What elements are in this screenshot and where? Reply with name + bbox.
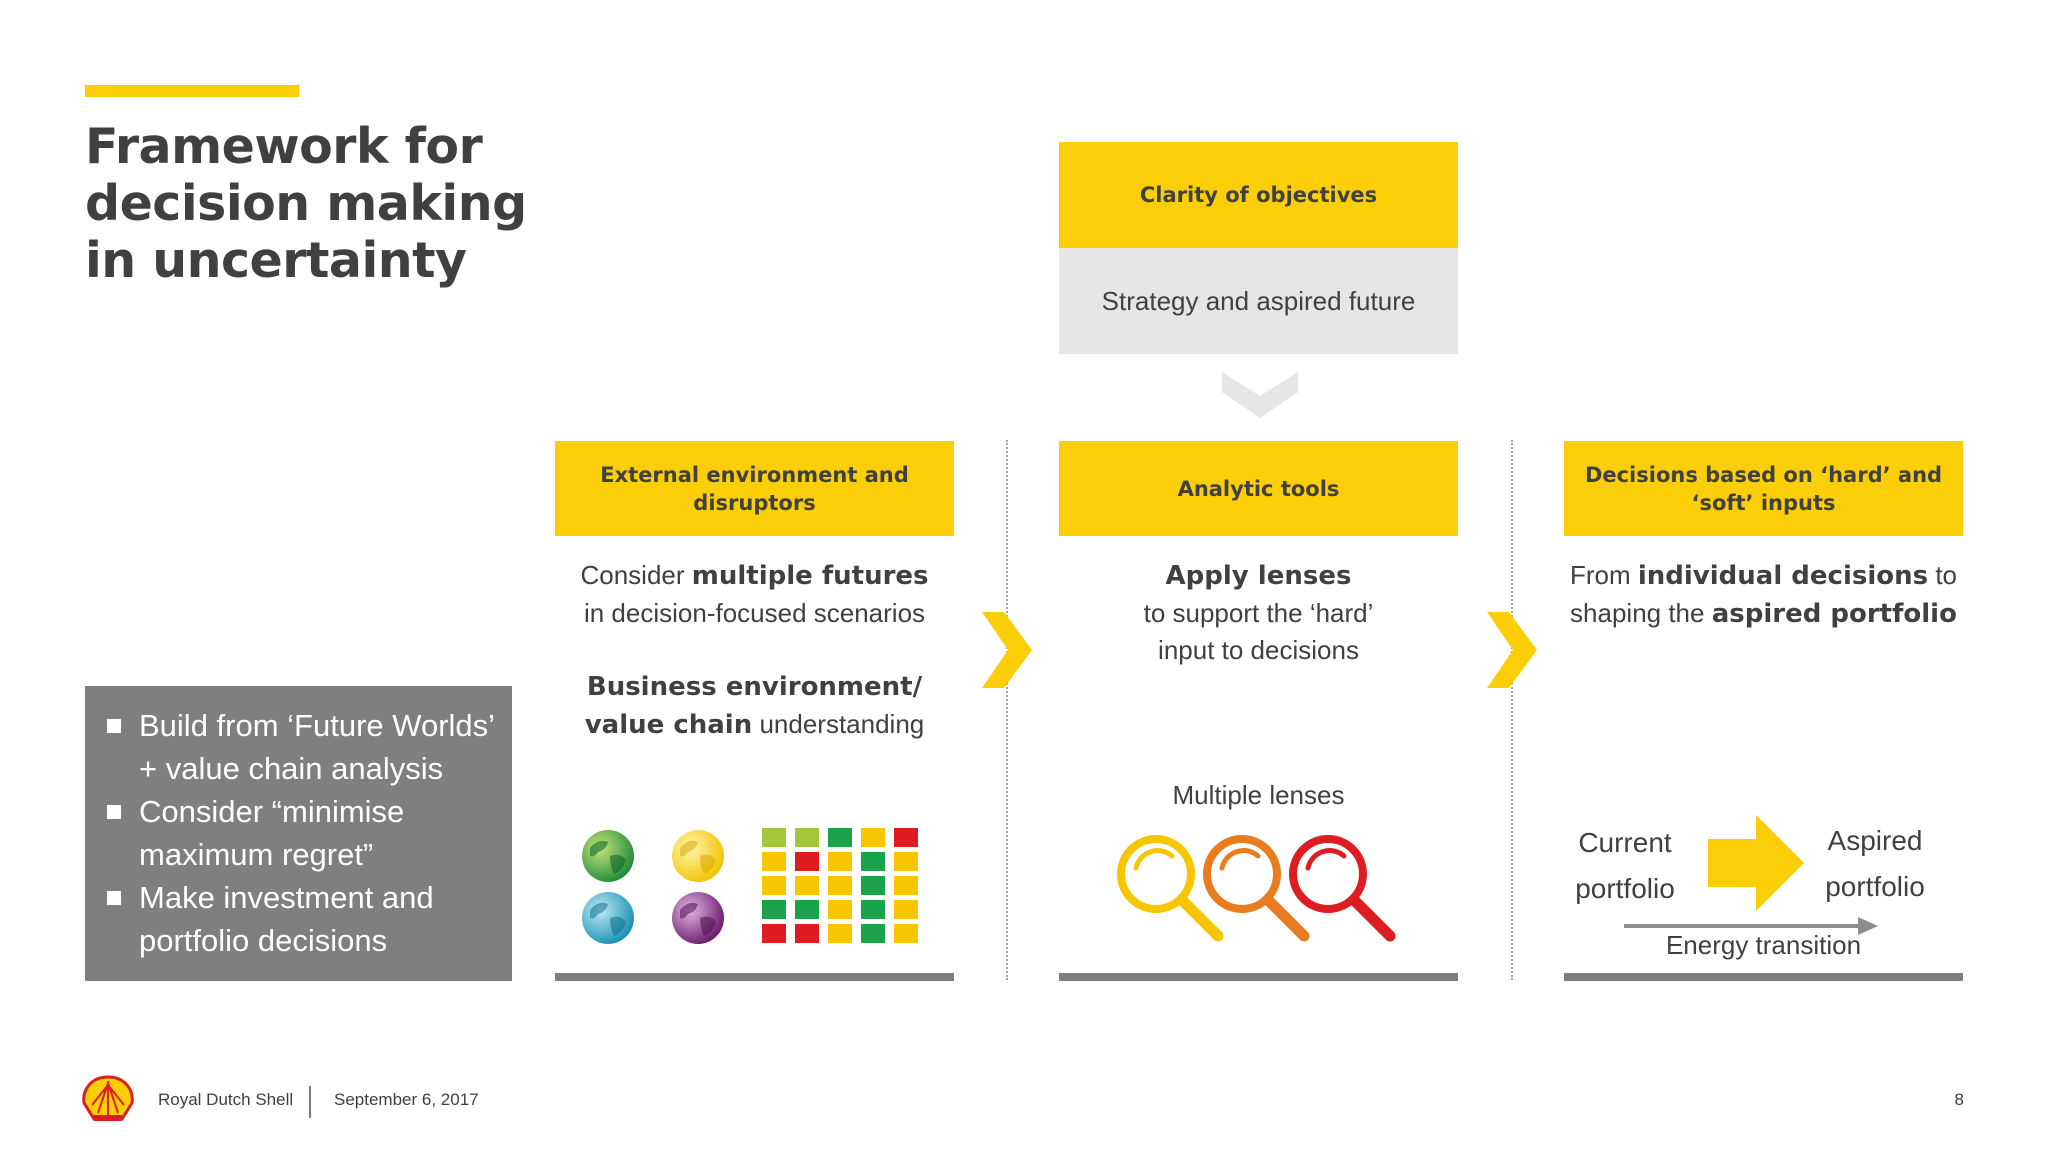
heatmap-cell xyxy=(894,852,918,871)
bullet-square-icon xyxy=(107,805,121,819)
title-accent-bar xyxy=(85,85,299,97)
shell-logo xyxy=(82,1075,134,1121)
heatmap-cell xyxy=(894,900,918,919)
arrow-right-icon xyxy=(1708,815,1804,911)
analytic-tools-header: Analytic tools xyxy=(1059,441,1458,536)
external-environment-header: External environment and disruptors xyxy=(555,441,954,536)
heatmap-cell xyxy=(762,852,786,871)
aspired-portfolio-label: Aspired portfolio xyxy=(1825,825,1925,902)
magnifier-icon xyxy=(1203,835,1310,942)
heatmap-cell xyxy=(861,852,885,871)
chevron-down-icon xyxy=(1222,372,1298,418)
heatmap-cell xyxy=(795,876,819,895)
column-divider xyxy=(1006,440,1008,980)
globe-icon xyxy=(582,892,634,944)
heatmap-cell xyxy=(828,828,852,847)
globe-icon xyxy=(672,830,724,882)
bullet-item: Make investment and portfolio decisions xyxy=(107,876,498,962)
heatmap-cell xyxy=(828,924,852,943)
objectives-header: Clarity of objectives xyxy=(1059,142,1458,248)
chevron-right-icon xyxy=(982,612,1032,688)
heatmap-cell xyxy=(795,828,819,847)
energy-transition-arrow-icon xyxy=(1624,917,1878,935)
globe-icon xyxy=(672,892,724,944)
summary-bullets-box: Build from ‘Future Worlds’ + value chain… xyxy=(85,686,512,981)
heatmap-cell xyxy=(828,900,852,919)
heatmap-cell xyxy=(828,852,852,871)
heatmap-cell xyxy=(762,828,786,847)
globe-icon xyxy=(582,830,634,882)
footer-separator xyxy=(309,1086,311,1118)
column-divider xyxy=(1511,440,1513,980)
heatmap-grid-icon xyxy=(762,828,918,943)
heatmap-cell xyxy=(795,852,819,871)
column-base-rule xyxy=(1059,973,1458,981)
column-base-rule xyxy=(555,973,954,981)
heatmap-cell xyxy=(762,924,786,943)
bullet-square-icon xyxy=(107,891,121,905)
analytic-text: Apply lenses to support the ‘hard’ input… xyxy=(1143,561,1374,665)
heatmap-cell xyxy=(861,900,885,919)
bullet-text: Make investment and portfolio decisions xyxy=(139,880,434,958)
heatmap-cell xyxy=(762,900,786,919)
footer-company: Royal Dutch Shell xyxy=(158,1090,294,1109)
bullet-text: Build from ‘Future Worlds’ + value chain… xyxy=(139,708,494,786)
heatmap-cell xyxy=(894,876,918,895)
bullet-square-icon xyxy=(107,719,121,733)
bullet-item: Consider “minimise maximum regret” xyxy=(107,790,498,876)
magnifier-icon xyxy=(1289,835,1396,942)
heatmap-cell xyxy=(828,876,852,895)
bullet-item: Build from ‘Future Worlds’ + value chain… xyxy=(107,704,498,790)
heatmap-cell xyxy=(861,924,885,943)
page-title: Framework for decision making in uncerta… xyxy=(85,118,527,289)
objectives-subtitle: Strategy and aspired future xyxy=(1059,248,1458,354)
heatmap-cell xyxy=(894,924,918,943)
heatmap-cell xyxy=(762,876,786,895)
multiple-lenses-label: Multiple lenses xyxy=(1172,780,1345,810)
footer-date: September 6, 2017 xyxy=(334,1090,479,1109)
chevron-right-icon xyxy=(1487,612,1537,688)
heatmap-cell xyxy=(795,924,819,943)
bullet-text: Consider “minimise maximum regret” xyxy=(139,794,405,872)
heatmap-cell xyxy=(894,828,918,847)
magnifier-icon xyxy=(1117,835,1224,942)
heatmap-cell xyxy=(795,900,819,919)
decisions-header: Decisions based on ‘hard’ and ‘soft’ inp… xyxy=(1564,441,1963,536)
heatmap-cell xyxy=(861,828,885,847)
energy-transition-label: Energy transition xyxy=(1665,930,1862,960)
external-text: Consider multiple futures in decision-fo… xyxy=(580,560,929,740)
column-base-rule xyxy=(1564,973,1963,981)
current-portfolio-label: Current portfolio xyxy=(1575,827,1675,904)
decisions-text: From individual decisions to shaping the… xyxy=(1569,560,1958,629)
page-number: 8 xyxy=(1954,1090,1964,1109)
heatmap-cell xyxy=(861,876,885,895)
